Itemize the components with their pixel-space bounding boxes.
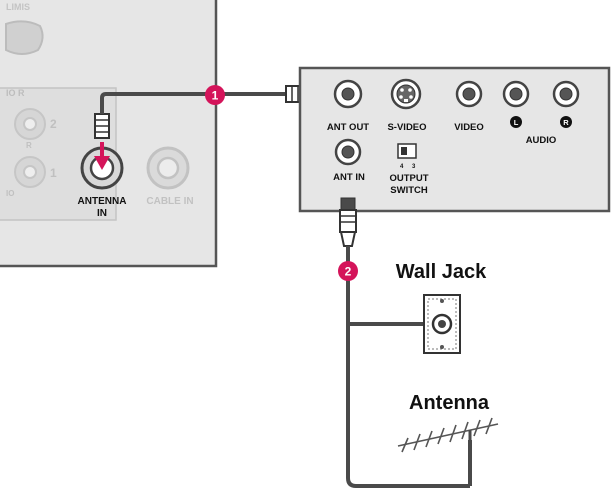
ant-in-jack-icon <box>334 138 362 166</box>
step-2-number: 2 <box>345 265 352 279</box>
output-switch-icon <box>397 143 417 159</box>
antenna-icon <box>397 417 499 453</box>
faded-top-label: LIMIS <box>6 2 30 12</box>
tv-rear-panel: LIMIS IO R 2 R 1 IO ANTENNA IN CABLE IN <box>0 0 218 268</box>
cable-in-jack-icon <box>146 146 190 190</box>
switch-ch-b: 3 <box>412 164 416 170</box>
faded-left-label-1: IO R <box>6 88 25 98</box>
s-video-label: S-VIDEO <box>387 122 426 133</box>
ant-out-jack-icon <box>333 79 363 109</box>
audio-label: AUDIO <box>526 135 557 146</box>
antenna-label: Antenna <box>409 392 490 414</box>
step-1-number: 1 <box>212 89 219 103</box>
faded-left-label-2: 2 <box>50 117 57 131</box>
video-jack-icon <box>455 80 483 108</box>
cable-2 <box>339 197 472 488</box>
audio-left-marker: L <box>510 116 522 128</box>
output-switch-label-1: OUTPUT <box>389 173 428 184</box>
audio-right-marker: R <box>560 116 572 128</box>
audio-right-jack-icon <box>552 80 580 108</box>
faded-jack-icon <box>14 108 46 140</box>
cable-2-plug-icon <box>340 197 356 211</box>
insert-arrow-head-icon <box>94 156 110 170</box>
step-2-badge: 2 <box>338 261 358 281</box>
step-1-badge: 1 <box>205 85 225 105</box>
video-label: VIDEO <box>454 122 484 133</box>
ant-out-label: ANT OUT <box>327 122 369 133</box>
cable-in-label: CABLE IN <box>146 196 193 207</box>
faded-jack-icon <box>14 156 46 188</box>
faded-left-label-3: R <box>26 141 32 150</box>
faded-port-icon <box>5 20 44 55</box>
ant-in-label: ANT IN <box>333 172 365 183</box>
antenna-in-label-2: IN <box>97 208 107 219</box>
audio-left-marker-text: L <box>514 118 519 127</box>
switch-ch-a: 4 <box>400 164 404 170</box>
audio-left-jack-icon <box>502 80 530 108</box>
output-switch-label-2: SWITCH <box>390 185 428 196</box>
audio-right-marker-text: R <box>563 118 569 127</box>
wall-jack-icon <box>423 294 461 354</box>
wall-jack-label: Wall Jack <box>396 261 487 283</box>
device-rear-panel: ANT OUT S-VIDEO VIDEO L <box>298 66 611 213</box>
s-video-jack-icon <box>390 78 422 110</box>
faded-left-label-5: IO <box>6 189 14 198</box>
faded-left-label-4: 1 <box>50 166 57 180</box>
antenna-in-label-1: ANTENNA <box>78 196 127 207</box>
